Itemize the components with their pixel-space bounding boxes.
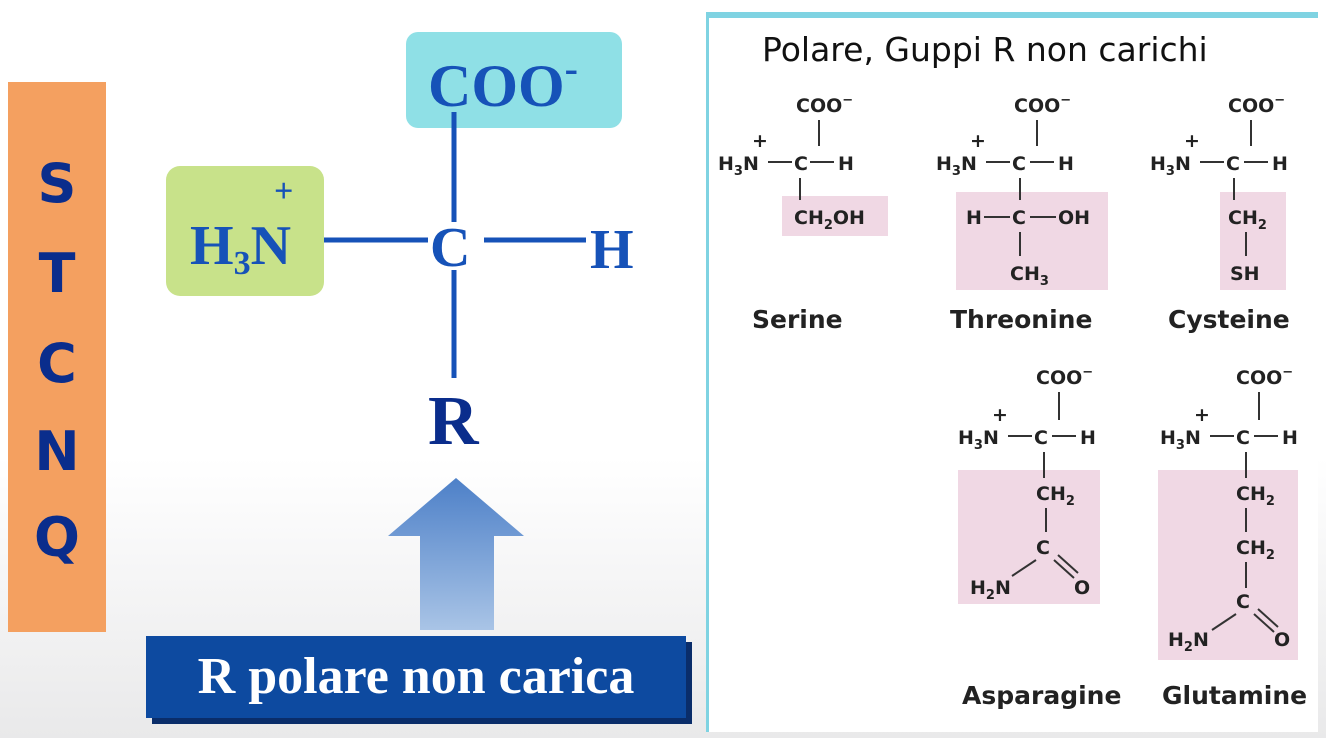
- svg-text:COO−: COO−: [1228, 93, 1285, 117]
- svg-text:H3N: H3N: [718, 153, 759, 179]
- svg-text:H3N: H3N: [1150, 153, 1191, 179]
- amine-box: [166, 166, 324, 296]
- amine-label: H3N: [190, 215, 291, 282]
- glutamine-name: Glutamine: [1162, 681, 1307, 710]
- glutamine-structure: COO− H3N + C H CH2 CH2 C H2N O Glutamine: [1158, 365, 1307, 710]
- svg-text:H: H: [1058, 153, 1074, 175]
- svg-text:OH: OH: [1058, 207, 1090, 229]
- carboxyl-label: COO-: [428, 46, 578, 119]
- svg-text:H: H: [1080, 427, 1096, 449]
- up-arrow-icon: [388, 478, 524, 630]
- panel-title: Polare, Guppi R non carichi: [762, 30, 1208, 69]
- svg-text:H3N: H3N: [958, 427, 999, 453]
- r-group-banner: R polare non carica: [146, 636, 686, 718]
- alpha-carbon-label: C: [430, 217, 470, 279]
- svg-text:H2N: H2N: [970, 577, 1011, 603]
- svg-text:H: H: [838, 153, 854, 175]
- svg-text:CH2: CH2: [1228, 207, 1267, 233]
- svg-text:C: C: [1012, 153, 1026, 175]
- svg-text:COO−: COO−: [1036, 365, 1093, 389]
- asparagine-structure: COO− H3N + C H CH2 C H2N O Asparagine: [958, 365, 1121, 710]
- side-letter-q: Q: [34, 506, 80, 569]
- serine-name: Serine: [752, 305, 843, 334]
- svg-text:C: C: [794, 153, 808, 175]
- svg-text:O: O: [1074, 577, 1090, 599]
- banner-label: R polare non carica: [197, 648, 635, 705]
- svg-text:COO−: COO−: [796, 93, 853, 117]
- side-letter-c: C: [37, 332, 77, 395]
- svg-text:+: +: [970, 130, 986, 152]
- carboxyl-box: [406, 32, 622, 128]
- threonine-r-group-box: [956, 192, 1108, 290]
- r-group-label: R: [428, 383, 480, 460]
- asparagine-name: Asparagine: [962, 681, 1121, 710]
- side-letter-s: S: [37, 152, 77, 215]
- svg-text:+: +: [992, 404, 1008, 426]
- svg-text:CH2OH: CH2OH: [794, 207, 865, 233]
- svg-text:H: H: [1272, 153, 1288, 175]
- svg-text:C: C: [1226, 153, 1240, 175]
- svg-text:SH: SH: [1230, 263, 1260, 285]
- side-letter-n: N: [34, 420, 80, 483]
- svg-text:H3N: H3N: [936, 153, 977, 179]
- svg-text:H3N: H3N: [1160, 427, 1201, 453]
- svg-text:+: +: [1184, 130, 1200, 152]
- threonine-name: Threonine: [950, 305, 1092, 334]
- svg-text:C: C: [1012, 207, 1026, 229]
- side-letter-bar: S T C N Q: [8, 82, 106, 632]
- amine-charge: +: [274, 173, 293, 210]
- svg-text:O: O: [1274, 629, 1290, 651]
- svg-text:H: H: [1282, 427, 1298, 449]
- glutamine-r-group-box: [1158, 470, 1298, 660]
- svg-text:COO−: COO−: [1014, 93, 1071, 117]
- svg-text:COO−: COO−: [1236, 365, 1293, 389]
- svg-text:C: C: [1034, 427, 1048, 449]
- serine-r-group-box: [782, 196, 888, 236]
- svg-text:C: C: [1236, 591, 1250, 613]
- cysteine-r-group-box: [1220, 192, 1286, 290]
- cysteine-structure: COO− H3N + C H CH2 SH Cysteine: [1150, 93, 1290, 334]
- svg-text:C: C: [1236, 427, 1250, 449]
- generic-amino-acid: COO- + H3N C H R: [166, 32, 634, 630]
- svg-text:C: C: [1036, 537, 1050, 559]
- serine-structure: COO− H3N + C H CH2OH Serine: [718, 93, 888, 334]
- hydrogen-label: H: [590, 219, 634, 281]
- asparagine-r-group-box: [958, 470, 1100, 604]
- threonine-structure: COO− H3N + C H H C OH CH3 Threonine: [936, 93, 1108, 334]
- cysteine-name: Cysteine: [1168, 305, 1290, 334]
- side-letter-t: T: [38, 242, 76, 305]
- svg-text:H: H: [966, 207, 982, 229]
- svg-text:+: +: [1194, 404, 1210, 426]
- svg-text:+: +: [752, 130, 768, 152]
